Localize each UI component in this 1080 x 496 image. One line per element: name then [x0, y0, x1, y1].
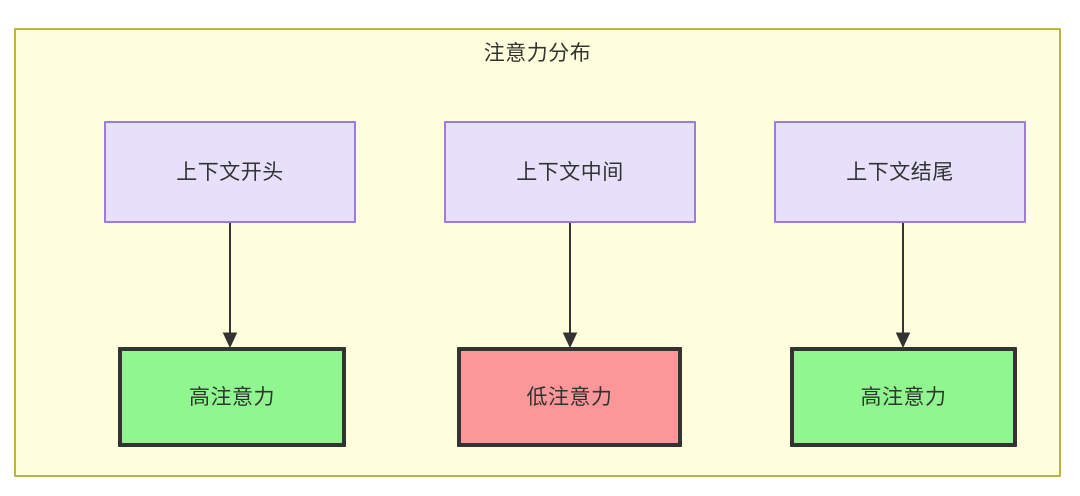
node-attention-middle-low[interactable]: 低注意力 — [457, 347, 682, 447]
node-attention-middle-label: 低注意力 — [526, 384, 613, 409]
node-context-end-label: 上下文结尾 — [846, 159, 954, 184]
node-attention-end-label: 高注意力 — [860, 384, 947, 409]
node-attention-start-high[interactable]: 高注意力 — [118, 347, 346, 447]
node-attention-end-high[interactable]: 高注意力 — [790, 347, 1017, 447]
node-context-middle[interactable]: 上下文中间 — [444, 121, 696, 223]
node-context-end[interactable]: 上下文结尾 — [774, 121, 1026, 223]
down-arrow-icon — [222, 223, 238, 349]
edge-context-middle-to-attention — [562, 223, 578, 349]
node-context-middle-label: 上下文中间 — [516, 159, 624, 184]
down-arrow-icon — [562, 223, 578, 349]
node-context-start[interactable]: 上下文开头 — [104, 121, 356, 223]
down-arrow-icon — [895, 223, 911, 349]
node-attention-start-label: 高注意力 — [189, 384, 275, 409]
subgraph-attention-distribution: 注意力分布 上下文开头 上下文中间 上下文结尾 — [14, 28, 1061, 477]
edge-context-end-to-attention — [895, 223, 911, 349]
edge-context-start-to-attention — [222, 223, 238, 349]
subgraph-title: 注意力分布 — [483, 41, 592, 65]
node-context-start-label: 上下文开头 — [176, 159, 284, 184]
